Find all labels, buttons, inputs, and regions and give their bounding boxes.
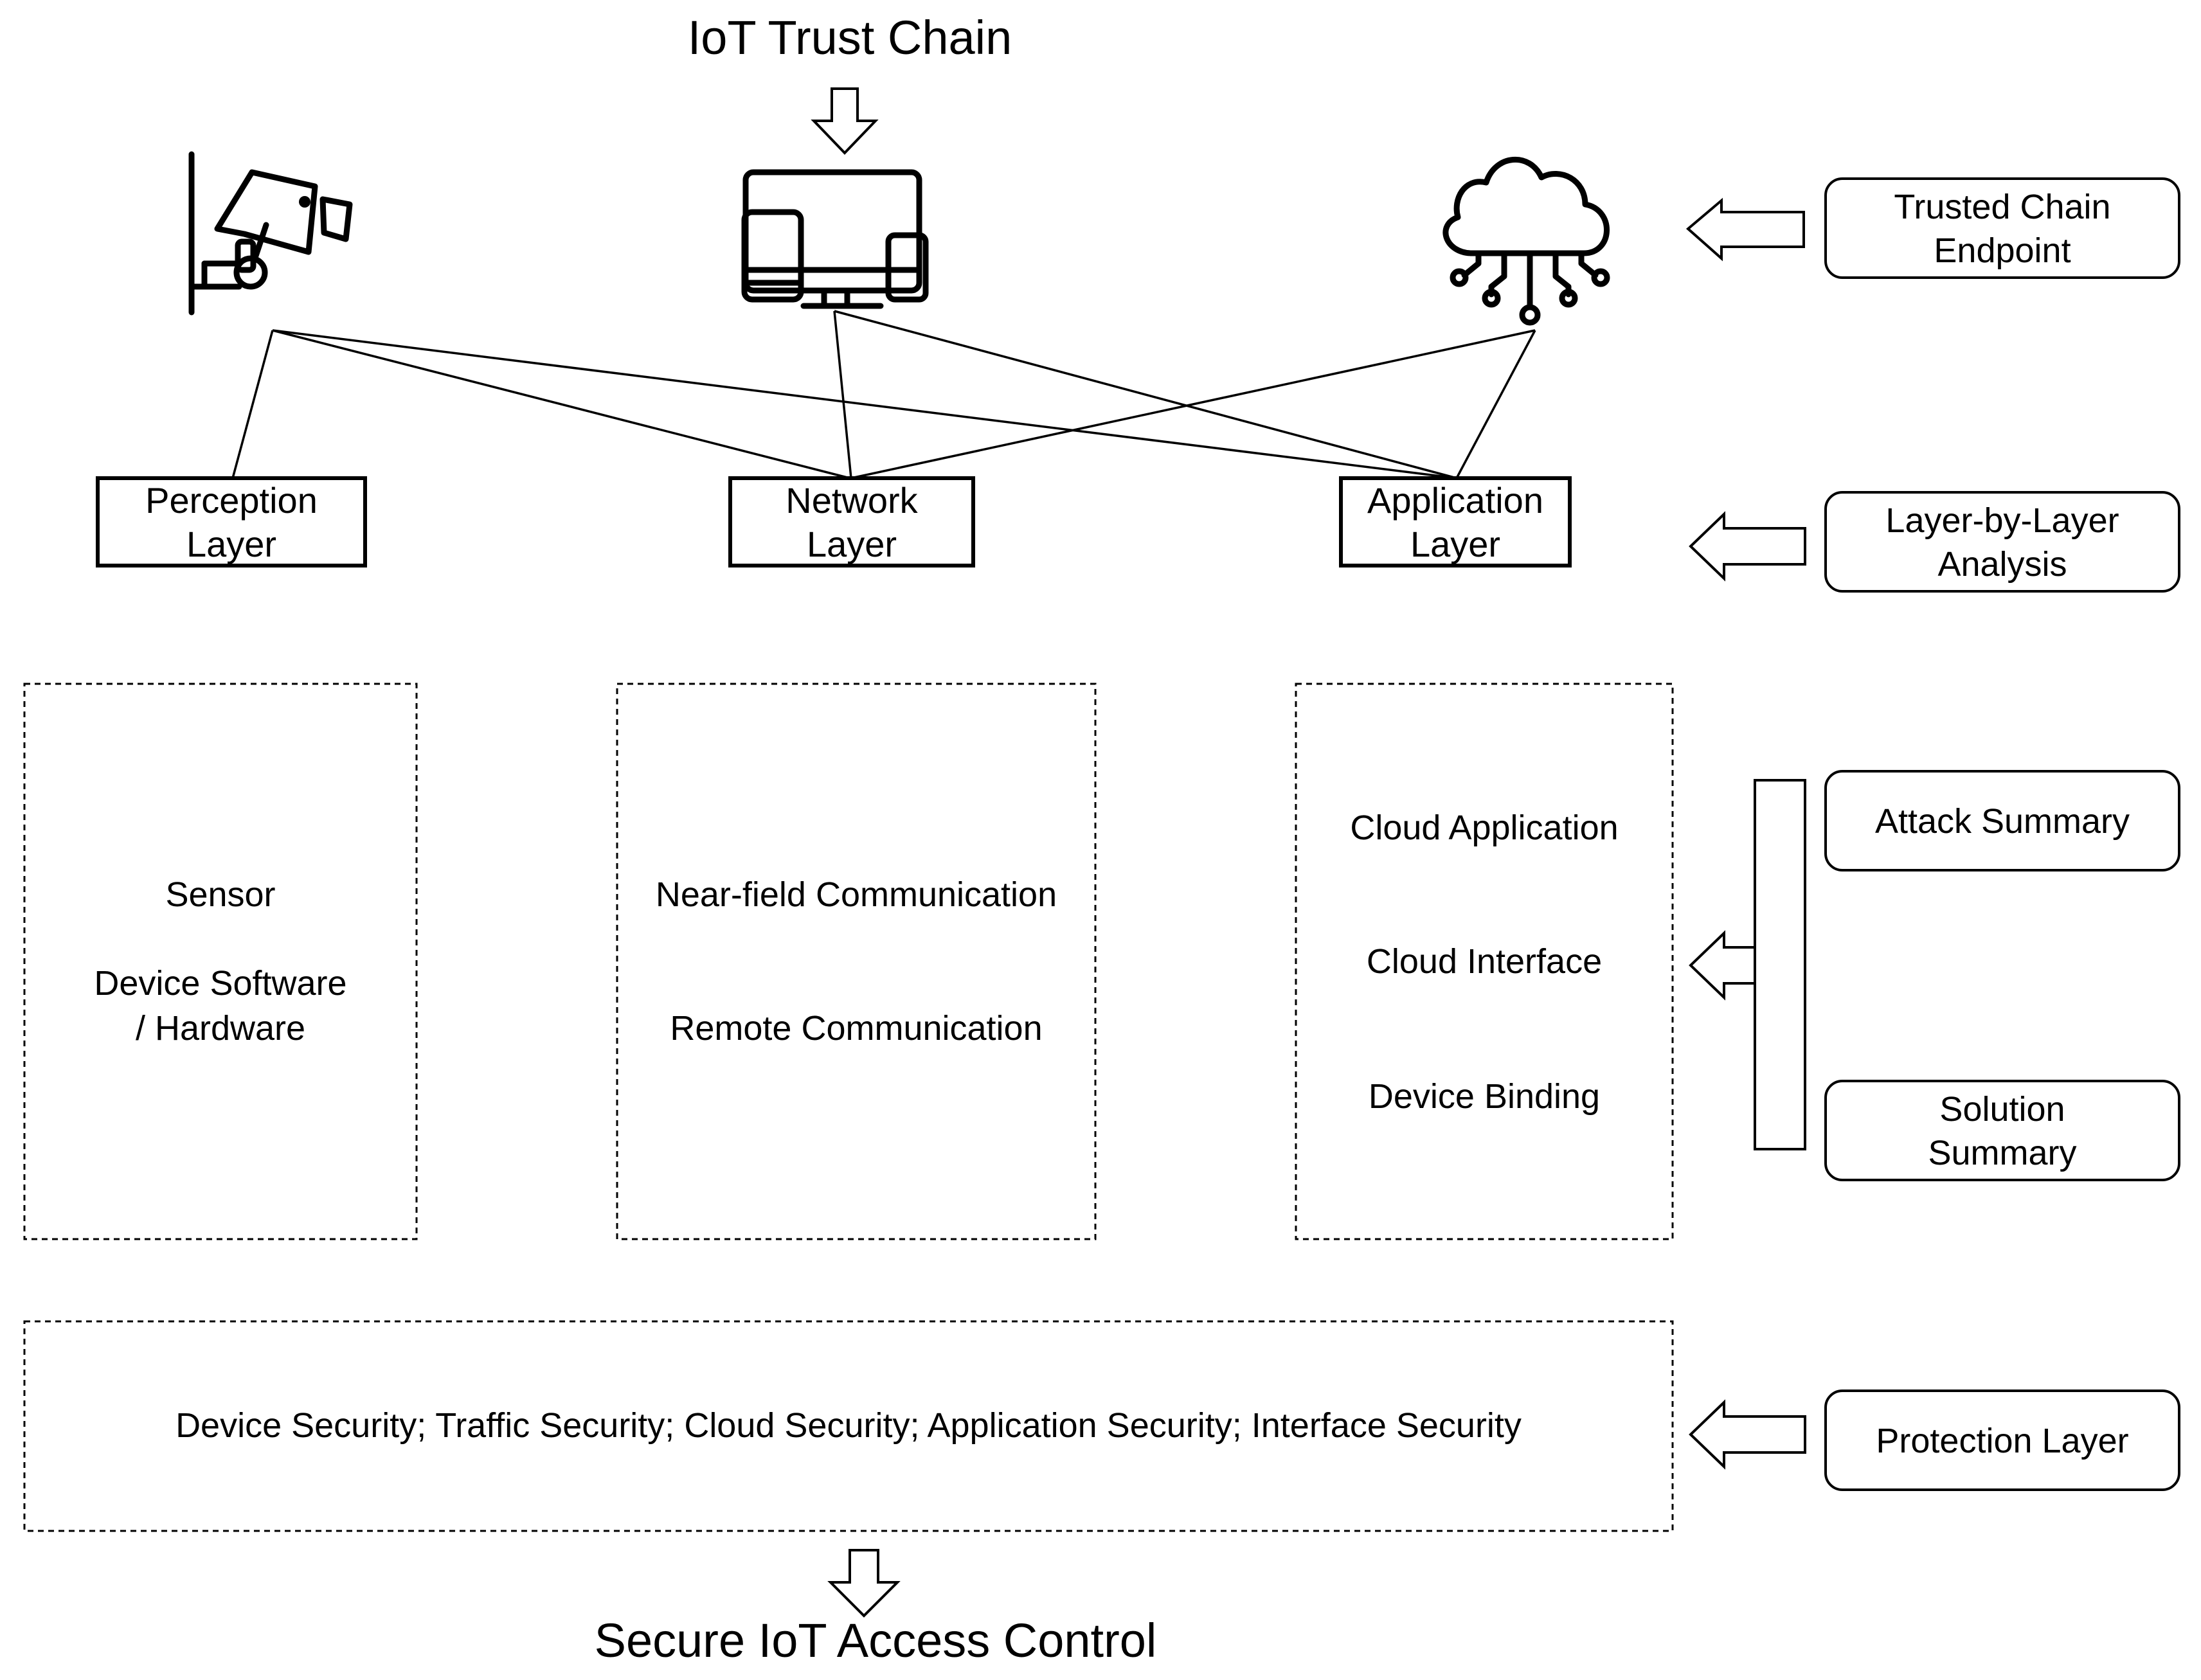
footer-down-arrow [827,1549,901,1618]
application-layer-label-line2: Layer [1410,524,1500,564]
attack-summary-label: Attack Summary [1824,770,2180,871]
application-detail-cloud-interface: Cloud Interface [1367,942,1602,981]
application-detail-cloud-app: Cloud Application [1350,809,1618,847]
summary-bracket-bar [1754,779,1806,1150]
diagram-title: IoT Trust Chain [688,11,1012,64]
protection-left-arrow [1689,1399,1806,1470]
protection-detail-box: Device Security; Traffic Security; Cloud… [23,1320,1674,1532]
perception-detail-box: Sensor Device Software / Hardware [23,683,418,1240]
network-detail-remote: Remote Communication [670,1009,1042,1048]
application-detail-device-binding: Device Binding [1369,1077,1600,1116]
layer-by-layer-analysis-label: Layer-by-Layer Analysis [1824,491,2180,593]
security-camera-icon [188,151,353,316]
network-detail-near-field: Near-field Communication [656,875,1057,914]
perception-layer-label-line2: Layer [186,524,276,564]
trusted-chain-left-arrow [1685,197,1805,262]
diagram-footer: Secure IoT Access Control [595,1614,1157,1667]
cloud-network-icon [1442,156,1610,326]
perception-detail-sensor: Sensor [165,875,275,914]
solution-summary-line1: Solution [1939,1090,2065,1129]
application-detail-box: Cloud Application Cloud Interface Device… [1295,683,1674,1240]
network-detail-box: Near-field Communication Remote Communic… [616,683,1097,1240]
multi-device-icon [741,169,929,309]
summary-left-arrow [1689,930,1756,1001]
layer-analysis-line1: Layer-by-Layer [1885,501,2119,540]
trust-chain-connectors [231,310,1536,479]
perception-layer-label-line1: Perception [145,480,318,521]
perception-layer-box: Perception Layer [96,476,367,567]
layer-analysis-left-arrow [1689,511,1806,582]
protection-layer-text: Protection Layer [1876,1422,2128,1460]
network-layer-label-line2: Layer [807,524,897,564]
title-down-arrow [811,87,879,155]
layer-analysis-line2: Analysis [1937,545,2067,584]
perception-detail-hardware: / Hardware [136,1009,305,1048]
trusted-chain-endpoint-line1: Trusted Chain [1894,188,2110,226]
solution-summary-label: Solution Summary [1824,1080,2180,1181]
attack-summary-text: Attack Summary [1875,802,2130,841]
application-layer-label-line1: Application [1367,480,1543,521]
protection-layer-label: Protection Layer [1824,1390,2180,1491]
trusted-chain-endpoint-label: Trusted Chain Endpoint [1824,177,2180,279]
application-layer-box: Application Layer [1339,476,1572,567]
network-layer-box: Network Layer [728,476,975,567]
solution-summary-line2: Summary [1928,1134,2076,1172]
network-layer-label-line1: Network [786,480,918,521]
protection-detail-text: Device Security; Traffic Security; Cloud… [175,1406,1522,1445]
trusted-chain-endpoint-line2: Endpoint [1934,231,2071,270]
perception-detail-software: Device Software [94,964,346,1003]
